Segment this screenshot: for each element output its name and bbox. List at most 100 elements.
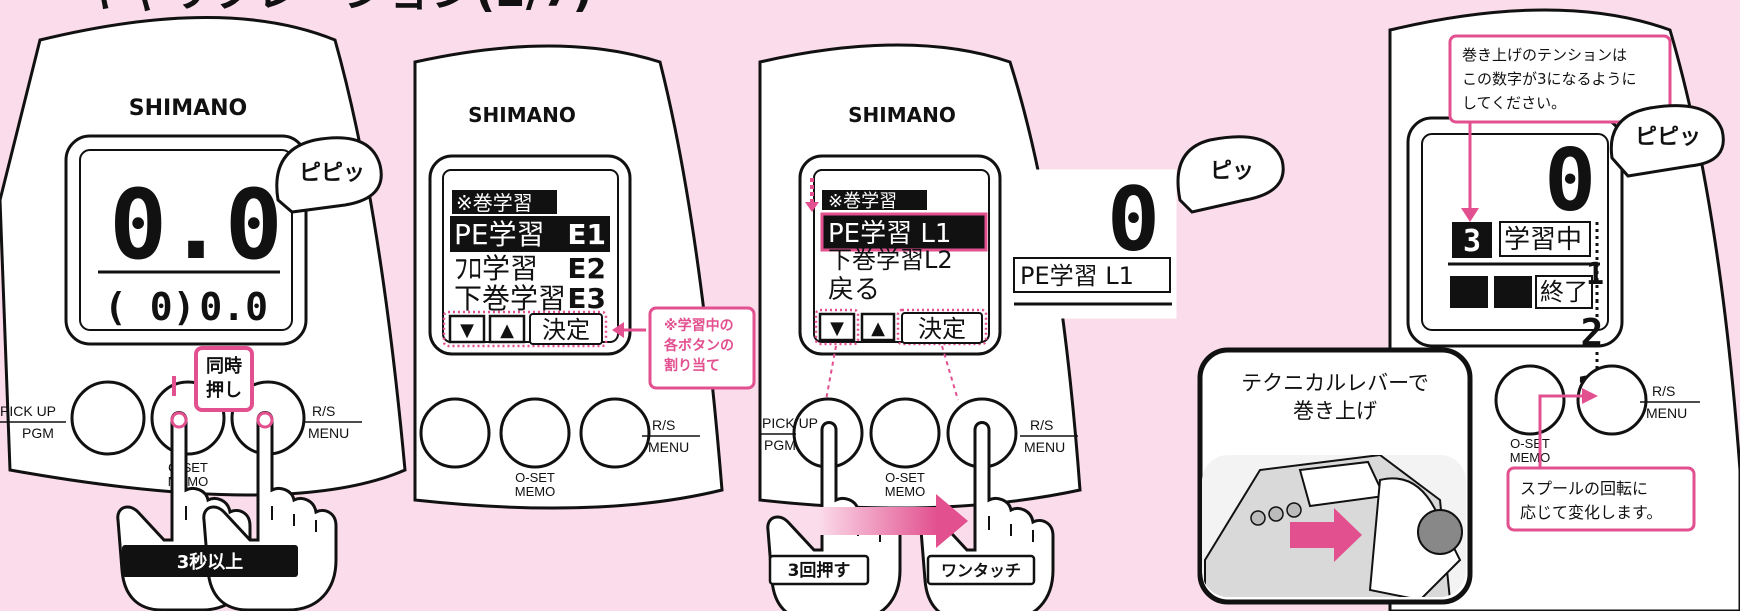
button-oset[interactable] — [869, 397, 941, 469]
softkey-up-glyph: ▲ — [871, 318, 885, 339]
scale-2: 2 — [1581, 311, 1604, 355]
softkey-up — [488, 314, 526, 344]
softkey-note-line-2: 各ボタンの — [663, 337, 734, 354]
panel-4: 0 3 学習中 終了 1 2 3 巻き上げのテンションは この数字が3になるよう… — [1197, 8, 1740, 611]
label-pickup: PICK UP — [0, 403, 56, 419]
menu-title: ※巻学習 — [456, 191, 533, 215]
button-oset[interactable] — [499, 397, 571, 469]
zoom-panel — [1009, 169, 1177, 319]
panel-3: SHIMANO ※巻学習 PE学習 L1 下巻学習L2 戻る ▼ ▲ 決定 0 … — [758, 43, 1285, 611]
softkey-note-line-3: 割り当て — [664, 357, 720, 374]
softkey-down-glyph: ▼ — [830, 318, 844, 339]
instruction-line-1: 巻き上げのテンションは — [1462, 46, 1627, 64]
softkey-confirm-label: 決定 — [542, 316, 590, 344]
sub-value-left: ( 0) — [104, 285, 196, 329]
menu-item-2-label: ﾌﾛ学習 — [454, 252, 538, 285]
selected-item-highlight — [820, 212, 988, 252]
header-title: キャリブレーション(2/7) — [80, 0, 593, 17]
label-menu: MENU — [308, 425, 349, 441]
hold-badge-text: 3秒以上 — [177, 551, 244, 573]
label-memo: MEMO — [515, 484, 555, 499]
softkey-note-line-1: ※学習中の — [664, 317, 734, 334]
callout-line-1: 同時 — [206, 356, 242, 377]
lever-caption-line-2: 巻き上げ — [1293, 399, 1377, 423]
press-badge — [768, 554, 870, 586]
button-rs[interactable] — [579, 397, 651, 469]
sound-effect: ピッ — [1210, 159, 1254, 184]
softkey-down-glyph: ▼ — [460, 320, 474, 341]
main-value: 0 — [1544, 131, 1596, 231]
simultaneous-press-callout — [194, 346, 254, 412]
menu-item-1-label: PE学習 — [454, 218, 545, 251]
label-rs: R/S — [652, 417, 675, 433]
sound-effect: ピピッ — [299, 161, 365, 186]
touch-badge — [926, 554, 1036, 586]
button-oset[interactable] — [1494, 364, 1566, 436]
button-pickup[interactable] — [419, 397, 491, 469]
selected-item: PE学習 L1 — [828, 219, 951, 249]
softkey-confirm-label: 決定 — [918, 315, 966, 343]
softkey-down — [448, 314, 486, 344]
label-oset: O-SET — [1510, 436, 1550, 451]
brand-logo: SHIMANO — [468, 103, 576, 127]
menu-item-1-code: E1 — [567, 218, 606, 251]
label-rs: R/S — [1652, 383, 1675, 399]
zoom-line: PE学習 L1 — [1020, 262, 1134, 290]
softkey-group-highlight — [442, 310, 608, 348]
instruction-line-3: してください。 — [1462, 94, 1566, 112]
menu-item-2-code: E2 — [567, 252, 606, 285]
tension-value: 3 — [1463, 224, 1481, 259]
label-pickup: PICK UP — [762, 415, 818, 431]
speech-bubble — [275, 136, 383, 214]
spool-note — [1506, 466, 1696, 532]
label-menu: MENU — [1024, 439, 1065, 455]
end-label: 終了 — [1540, 278, 1588, 306]
motion-arrow — [818, 507, 938, 535]
softkey-up — [860, 312, 896, 342]
panel-1: SHIMANO 0.0 ( 0) 0.0 ピピッ PICK UP PGM O-S… — [0, 16, 407, 611]
rotation-arrow — [1290, 522, 1336, 548]
label-oset: O-SET — [885, 470, 925, 485]
label-menu: MENU — [648, 439, 689, 455]
label-oset: O-SET — [515, 470, 555, 485]
sub-value-right: 0.0 — [199, 285, 268, 329]
softkey-note — [648, 306, 756, 390]
scale-1: 1 — [1586, 257, 1604, 292]
brand-logo: SHIMANO — [848, 103, 956, 127]
menu-title: ※巻学習 — [828, 191, 897, 212]
softkey-up-glyph: ▲ — [500, 320, 514, 341]
press-badge-text: 3回押す — [788, 560, 851, 581]
spool-note-line-2: 応じて変化します。 — [1520, 503, 1662, 522]
reel-illustration — [1202, 455, 1466, 597]
softkey-confirm — [529, 313, 603, 345]
softkey-confirm — [901, 312, 983, 344]
hold-badge — [122, 545, 298, 577]
label-pgm: PGM — [22, 425, 54, 441]
tension-indicator — [1452, 222, 1492, 258]
lcd-screen — [79, 149, 293, 331]
touch-badge-text: ワンタッチ — [941, 561, 1021, 580]
back-item: 戻る — [828, 275, 880, 305]
main-value: 0.0 — [109, 169, 282, 281]
button-pickup[interactable] — [70, 380, 146, 456]
label-menu: MENU — [1646, 405, 1687, 421]
learning-label: 学習中 — [1504, 225, 1582, 255]
label-memo: MEMO — [885, 484, 925, 499]
zoom-value: 0 — [1107, 168, 1160, 271]
label-rs: R/S — [312, 403, 335, 419]
menu-item-highlight — [450, 216, 610, 252]
instruction-box — [1448, 34, 1672, 124]
lever-caption-line-1: テクニカルレバーで — [1241, 371, 1429, 395]
sound-effect: ピピッ — [1635, 125, 1701, 150]
label-rs: R/S — [1030, 417, 1053, 433]
button-rs[interactable] — [1576, 364, 1648, 436]
callout-line-2: 押し — [206, 379, 242, 401]
spool-note-line-1: スプールの回転に — [1520, 479, 1648, 498]
softkey-down — [818, 312, 856, 342]
speech-bubble — [1176, 135, 1285, 214]
brand-logo: SHIMANO — [129, 96, 247, 121]
panel-2: SHIMANO ※巻学習 PE学習 E1 ﾌﾛ学習 E2 下巻学習 E3 ▼ ▲… — [413, 44, 756, 510]
label-memo: MEMO — [1510, 450, 1550, 465]
